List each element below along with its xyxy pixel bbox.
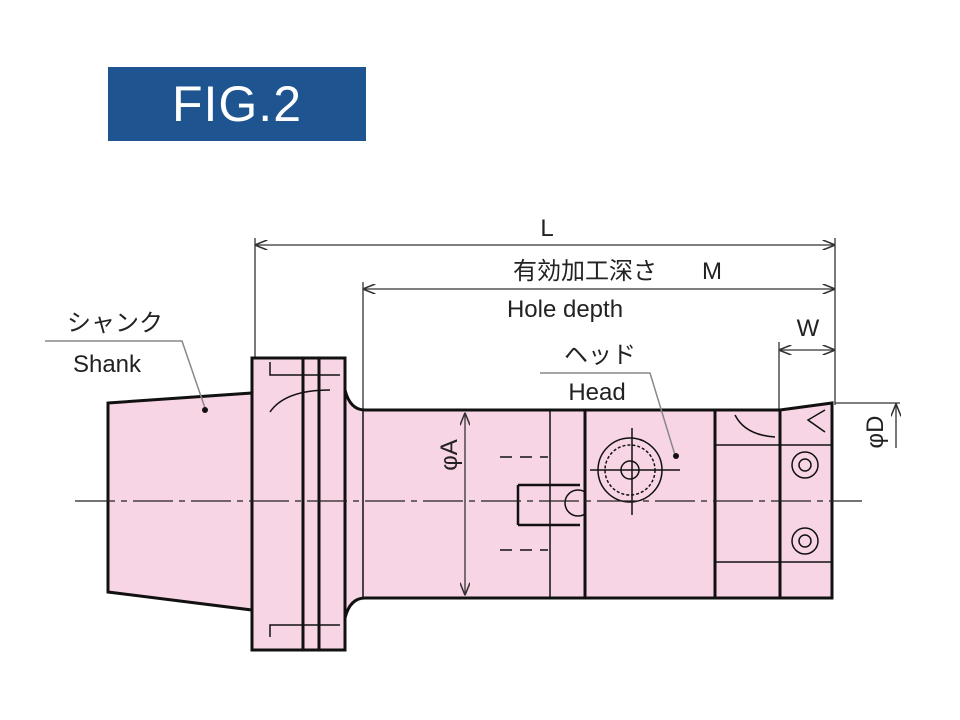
label-L: L [540,215,553,242]
shank-label-en: Shank [73,351,142,378]
shank-callout: シャンク Shank [45,309,208,413]
label-M: M [702,258,722,285]
shank-label-jp: シャンク [67,309,163,337]
flange [250,356,347,652]
head-callout: ヘッド Head [540,341,679,459]
label-hole-depth: Hole depth [507,296,623,323]
extension-lines [254,238,900,410]
label-W: W [797,315,820,342]
head-label-jp: ヘッド [564,341,636,369]
label-M-jp: 有効加工深さ [513,257,657,285]
label-phiD: φD [862,416,889,449]
insert-screws [791,451,819,555]
body [343,389,592,619]
adjustment-dial [590,428,680,515]
head-label-en: Head [568,379,625,406]
label-phiA: φA [436,439,463,471]
figure-title: FIG.2 [108,67,366,141]
